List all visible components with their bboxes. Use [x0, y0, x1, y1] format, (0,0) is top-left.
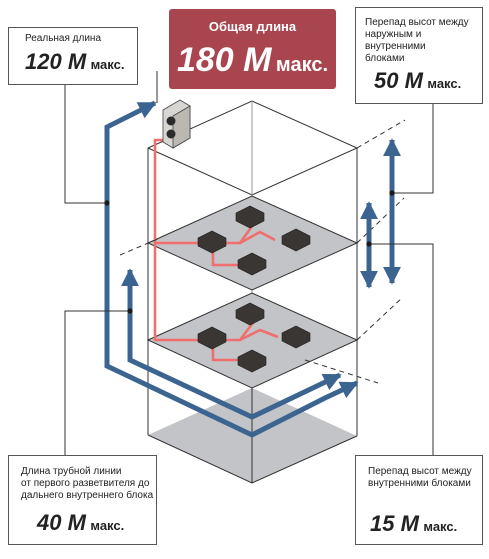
total-length-value: 180 М макс. [169, 41, 336, 80]
callout-branch-pipe-length: Длина трубной линии от первого разветвит… [8, 455, 157, 545]
leader-lines [64, 71, 434, 455]
leader-dots [104, 190, 395, 314]
total-length-number: 180 М [176, 41, 272, 79]
callout-value-row: 40 М макс. [37, 510, 124, 536]
callout-caption: Перепад высот между внутренними блоками [368, 466, 472, 489]
total-length-banner: Общая длина 180 М макс. [169, 9, 336, 89]
callout-value-row: 15 М макс. [370, 511, 457, 537]
callout-outdoor-indoor-height: Перепад высот между наружным и внутренни… [355, 7, 483, 104]
total-length-caption: Общая длина [208, 19, 297, 34]
callout-value-row: 50 М макс. [374, 68, 461, 94]
callout-value: 120 М [25, 49, 87, 74]
callout-caption: Реальная длина [25, 33, 102, 44]
callout-unit: макс. [427, 76, 462, 91]
branch-length-path [121, 268, 342, 420]
callout-caption: Перепад высот между наружным и внутренни… [365, 17, 469, 64]
outdoor-unit-icon [162, 99, 191, 149]
callout-unit: макс. [423, 519, 458, 534]
callout-real-length: Реальная длина 120 М макс. [8, 27, 138, 85]
callout-value: 40 М [37, 510, 86, 535]
real-length-path [104, 100, 359, 438]
callout-unit: макс. [90, 518, 125, 533]
callout-indoor-height: Перепад высот между внутренними блоками … [355, 455, 483, 545]
callout-caption: Длина трубной линии от первого разветвит… [21, 466, 154, 501]
total-length-unit: макс. [275, 54, 329, 76]
callout-value: 50 М [374, 68, 423, 93]
callout-unit: макс. [90, 57, 125, 72]
callout-value: 15 М [370, 511, 419, 536]
callout-value-row: 120 М макс. [25, 49, 124, 75]
